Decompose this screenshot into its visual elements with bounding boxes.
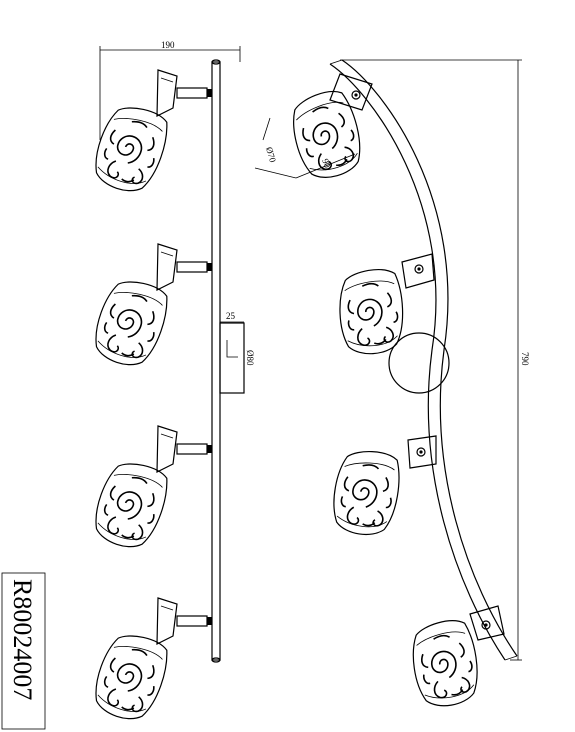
curved-bar	[329, 63, 506, 661]
svg-text:Ø80: Ø80	[245, 350, 255, 366]
side-mount	[219, 322, 245, 394]
dimension-side-width: 190	[99, 40, 241, 140]
dimension-mount-diameter: Ø80	[243, 330, 255, 392]
side-rod	[211, 61, 221, 661]
side-spot-4	[90, 598, 212, 725]
side-view: 190 25 Ø80	[90, 40, 255, 725]
side-spot-2	[90, 244, 212, 371]
front-spot-2	[333, 253, 435, 359]
front-spot-4	[403, 605, 505, 713]
svg-text:90: 90	[320, 157, 333, 169]
side-spot-1	[90, 70, 212, 197]
dimension-mount-depth: 25	[220, 311, 244, 323]
side-spot-3	[90, 426, 212, 553]
svg-text:190: 190	[161, 40, 175, 50]
svg-text:Ø70: Ø70	[264, 146, 278, 164]
svg-text:25: 25	[226, 311, 236, 321]
front-spot-3	[330, 435, 437, 538]
dimension-total-length: 790	[340, 59, 530, 661]
front-mount-disk	[388, 332, 450, 394]
model-number: R80024007	[8, 579, 37, 700]
front-spot-1: Ø70 90	[254, 73, 373, 187]
svg-text:790: 790	[520, 352, 530, 366]
front-view: 790 Ø70 90	[254, 59, 530, 713]
model-number-box	[1, 572, 46, 730]
